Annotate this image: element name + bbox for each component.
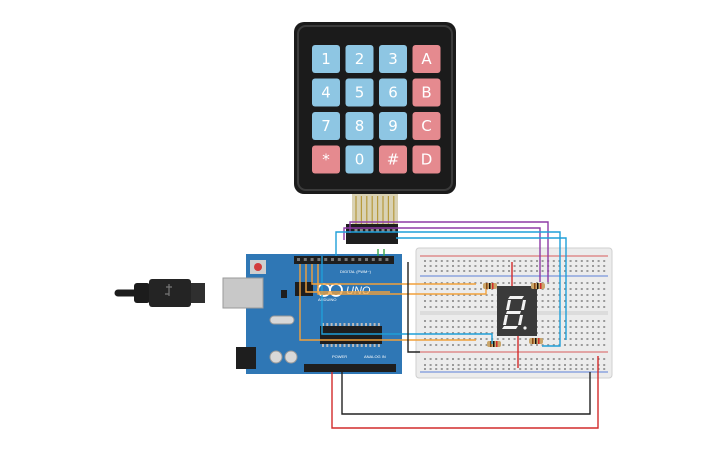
keypad-key-3[interactable]: 3 — [379, 45, 407, 73]
resistor — [529, 338, 543, 344]
crystal — [269, 315, 295, 325]
usb-symbol-icon — [165, 284, 172, 296]
wire-red — [331, 356, 599, 429]
keypad-key-8[interactable]: 8 — [345, 112, 374, 140]
seven-segment-display[interactable]: 8. — [0, 0, 537, 336]
wires — [299, 221, 599, 429]
atmega-chip — [320, 326, 382, 344]
header-pin — [354, 229, 358, 232]
keypad-key-label: D — [421, 151, 433, 169]
keypad-key-7[interactable]: 7 — [312, 112, 340, 140]
wire-orange — [305, 264, 390, 293]
keypad-key-label: 4 — [321, 84, 331, 102]
led-pad — [281, 290, 287, 298]
usb-chip — [295, 282, 313, 296]
keypad-key-label: 5 — [355, 84, 365, 102]
digital-pins — [297, 258, 389, 261]
resistor — [531, 283, 545, 289]
wire-blue — [321, 256, 493, 344]
header-pin — [386, 229, 390, 232]
power-analog-header — [304, 364, 396, 372]
keypad-key-#[interactable]: # — [379, 145, 407, 174]
keypad-key-label: # — [387, 151, 400, 169]
keypad-ribbon — [352, 194, 398, 224]
keypad-key-label: 1 — [321, 50, 331, 68]
keypad-key-label: B — [421, 84, 431, 102]
resistors — [483, 283, 545, 347]
usb-cable — [114, 279, 205, 307]
chip-legs — [322, 323, 380, 347]
usb-b-port — [222, 277, 264, 309]
wire-orange — [317, 264, 487, 295]
keypad-key-label: 3 — [388, 50, 398, 68]
keypad-header — [346, 224, 398, 244]
keypad-header-pins — [354, 229, 396, 232]
wire-orange — [311, 264, 476, 285]
resistor — [487, 341, 501, 347]
analog-label: ANALOG IN — [364, 354, 386, 359]
keypad-key-label: 7 — [321, 117, 331, 135]
header-pin — [370, 229, 374, 232]
keypad-key-D[interactable]: D — [412, 145, 441, 174]
digital-header — [294, 256, 394, 264]
keypad-key-1[interactable]: 1 — [312, 45, 340, 73]
wire-purple — [343, 227, 541, 282]
keypad-key-label: 6 — [388, 84, 398, 102]
keypad-key-4[interactable]: 4 — [312, 78, 340, 107]
capacitor — [284, 350, 298, 364]
resistor — [483, 283, 497, 289]
header-pin — [365, 229, 369, 232]
keypad-key-A[interactable]: A — [412, 45, 441, 73]
keypad[interactable]: 1 2 3 A 4 5 6 B 7 8 9 C * 0 # D — [294, 22, 456, 194]
header-pin — [376, 229, 380, 232]
keypad-key-5[interactable]: 5 — [345, 78, 374, 107]
keypad-key-0[interactable]: 0 — [345, 145, 374, 174]
keypad-key-label: 8 — [355, 117, 365, 135]
capacitor — [269, 350, 283, 364]
arduino-model: UNO — [346, 285, 371, 297]
digital-label: DIGITAL (PWM~) — [340, 269, 372, 274]
keypad-key-9[interactable]: 9 — [379, 112, 407, 140]
wire-orange — [299, 264, 476, 341]
wire-black — [341, 372, 591, 415]
keypad-key-B[interactable]: B — [412, 78, 441, 107]
keypad-key-label: C — [421, 117, 431, 135]
header-pin — [359, 229, 363, 232]
header-pin — [381, 229, 385, 232]
wire-blue — [396, 237, 567, 340]
keypad-key-*[interactable]: * — [312, 145, 340, 174]
header-pin — [392, 229, 396, 232]
keypad-key-label: A — [421, 50, 432, 68]
reset-button[interactable] — [254, 263, 262, 271]
power-label: POWER — [332, 354, 347, 359]
keypad-key-label: 9 — [388, 117, 398, 135]
keypad-key-C[interactable]: C — [412, 112, 441, 140]
keypad-bezel — [297, 25, 453, 191]
wire-blue — [335, 231, 561, 347]
keypad-key-label: 2 — [355, 50, 365, 68]
display-segments — [502, 296, 527, 330]
keypad-key-6[interactable]: 6 — [379, 78, 407, 107]
wire-black — [407, 262, 420, 353]
keypad-key-label: * — [322, 151, 330, 169]
keypad-key-2[interactable]: 2 — [345, 45, 374, 73]
keypad-key-label: 0 — [355, 151, 365, 169]
arduino-brand: ARDUINO — [318, 297, 336, 302]
keypad-keys[interactable]: 1 2 3 A 4 5 6 B 7 8 9 C * 0 # D — [312, 45, 441, 174]
power-jack — [236, 347, 256, 369]
